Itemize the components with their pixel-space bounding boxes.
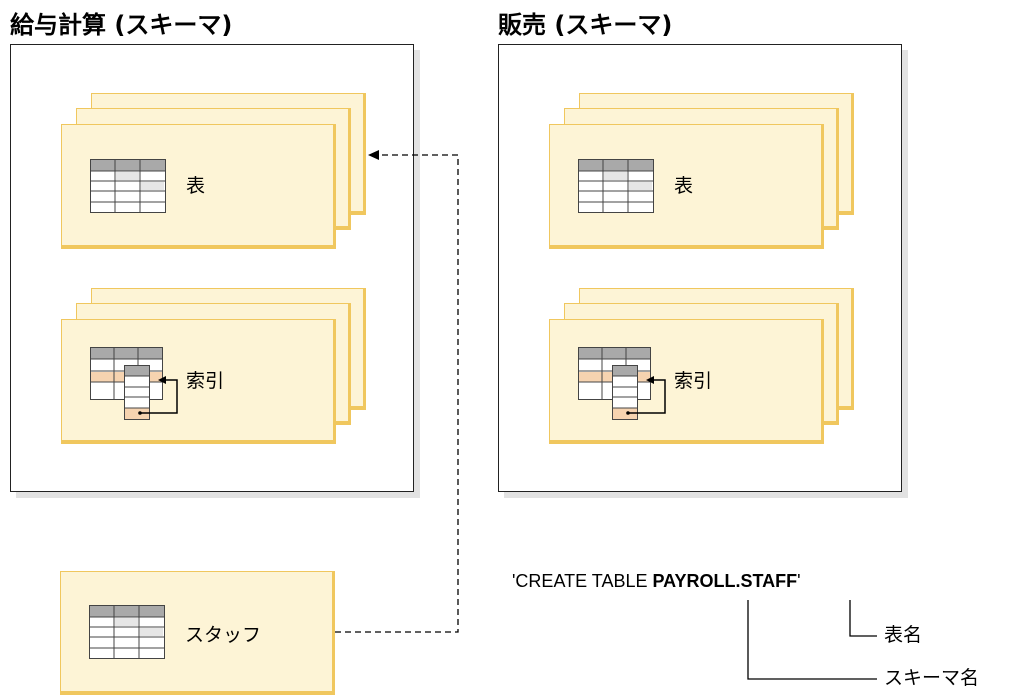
- index-icon: [90, 347, 186, 425]
- sql-statement: 'CREATE TABLE PAYROLL.STAFF': [512, 571, 801, 592]
- schema-box-sales: 表: [498, 44, 902, 492]
- index-label: 索引: [186, 370, 225, 392]
- schema-box-payroll: 表: [10, 44, 414, 492]
- callout-schema-name-line: [747, 600, 877, 680]
- sql-qualified-name: PAYROLL.STAFF: [652, 571, 798, 591]
- table-label: 表: [186, 175, 206, 197]
- index-card[interactable]: 索引: [549, 319, 824, 444]
- table-label: 表: [674, 175, 694, 197]
- index-label: 索引: [674, 370, 713, 392]
- table-card[interactable]: 表: [549, 124, 824, 249]
- table-icon: [89, 605, 165, 663]
- table-icon: [578, 159, 654, 217]
- table-card[interactable]: 表: [61, 124, 336, 249]
- schema-title-sales: 販売 (スキーマ): [498, 11, 673, 39]
- callout-schema-name: スキーマ名: [884, 667, 980, 689]
- table-icon: [90, 159, 166, 217]
- callout-table-name: 表名: [884, 624, 923, 646]
- schema-title-payroll: 給与計算 (スキーマ): [10, 11, 233, 39]
- staff-label: スタッフ: [185, 624, 262, 646]
- callout-table-name-line: [849, 600, 877, 637]
- sql-suffix: ': [797, 571, 801, 591]
- staff-to-payroll-dashed-arrow: [335, 154, 459, 633]
- arrowhead-icon: [368, 150, 379, 160]
- index-card[interactable]: 索引: [61, 319, 336, 444]
- index-icon: [578, 347, 674, 425]
- staff-table-card[interactable]: スタッフ: [60, 571, 335, 695]
- sql-prefix: 'CREATE TABLE: [512, 571, 653, 591]
